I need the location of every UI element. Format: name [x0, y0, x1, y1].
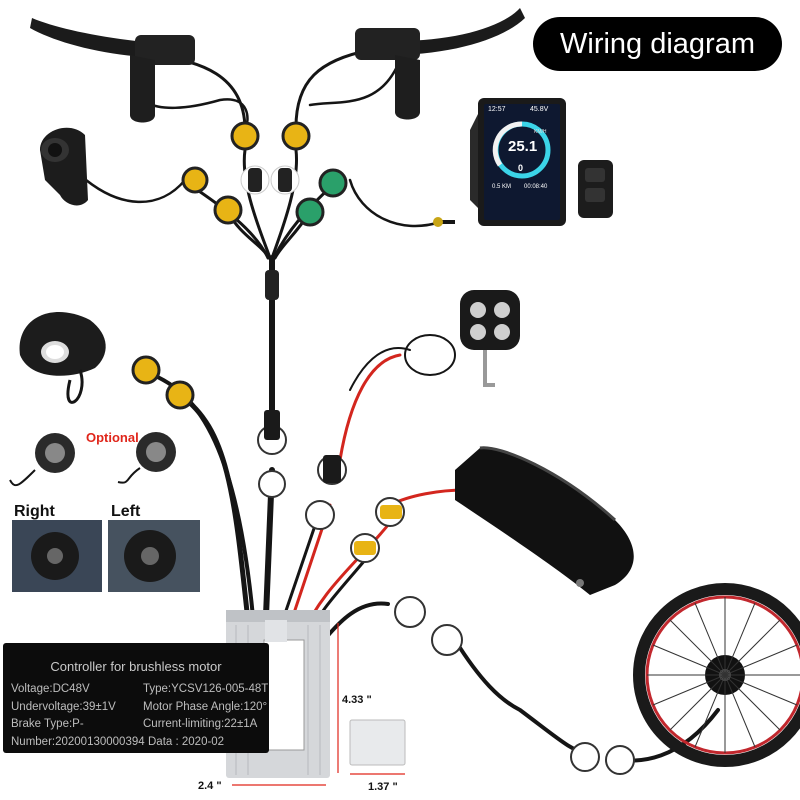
connectors-top — [181, 121, 348, 300]
connector-yellow-throttle — [181, 166, 209, 194]
plate-current-limit: Current-limiting:22±1A — [143, 718, 258, 730]
left-brake-cable — [148, 53, 247, 132]
throttle-cable — [78, 173, 187, 204]
motor-cable — [318, 601, 390, 647]
connector-yellow-harness — [213, 195, 243, 225]
left-label: Left — [111, 503, 141, 520]
plate-brake-type: Brake Type:P- — [11, 718, 84, 730]
display-voltage: 45.8V — [530, 106, 549, 113]
plate-date: Data : 2020-02 — [148, 736, 225, 748]
connectors-mid — [257, 410, 635, 775]
display-clock: 00:08:40 — [524, 184, 548, 190]
controller-label-plate: Controller for brushless motor Voltage:D… — [3, 643, 269, 753]
hub-motor-wheel-icon — [633, 583, 800, 767]
dimension-width: 2.4 " — [198, 780, 222, 792]
headlight-cable — [338, 353, 402, 462]
display-time: 12:57 — [488, 106, 506, 113]
plate-undervoltage: Undervoltage:39±1V — [11, 701, 116, 713]
right-label: Right — [14, 503, 55, 520]
page-title: Wiring diagram — [533, 17, 782, 71]
connector-yellow-left-brake — [230, 121, 260, 151]
right-brake-lever — [355, 8, 525, 120]
optional-sensors — [9, 432, 176, 487]
dimension-depth: 1.37 " — [368, 781, 398, 793]
display-speed: 25.1 — [508, 138, 538, 155]
pas-ring — [19, 312, 195, 410]
dimension-height: 4.33 " — [342, 694, 372, 706]
connector-yellow-right-brake — [281, 121, 311, 151]
lcd-display — [433, 98, 613, 227]
plate-phase-angle: Motor Phase Angle:120° — [143, 701, 268, 713]
display-cable — [348, 178, 442, 228]
connector-yellow-pas-2 — [165, 380, 195, 410]
display-level: 0 — [518, 163, 524, 173]
connector-green-display — [318, 168, 348, 198]
connector-green-harness — [295, 197, 325, 227]
left-brake-lever — [30, 18, 195, 123]
optional-label: Optional — [86, 430, 139, 445]
display-unit: KM/H — [534, 129, 547, 135]
display-trip: 0.5 KM — [492, 184, 512, 190]
right-brake-cable — [294, 48, 372, 132]
headlight-icon — [404, 290, 520, 387]
plate-heading: Controller for brushless motor — [50, 659, 222, 674]
connector-yellow-pas-1 — [131, 355, 161, 385]
install-photos — [12, 520, 200, 592]
plate-type: Type:YCSV126-005-48T — [143, 683, 269, 695]
battery-icon — [455, 446, 634, 595]
dimension-lines — [232, 623, 406, 786]
thumb-throttle-icon — [40, 127, 88, 206]
plate-number: Number:20200130000394 — [11, 736, 145, 748]
plate-voltage: Voltage:DC48V — [11, 683, 90, 695]
